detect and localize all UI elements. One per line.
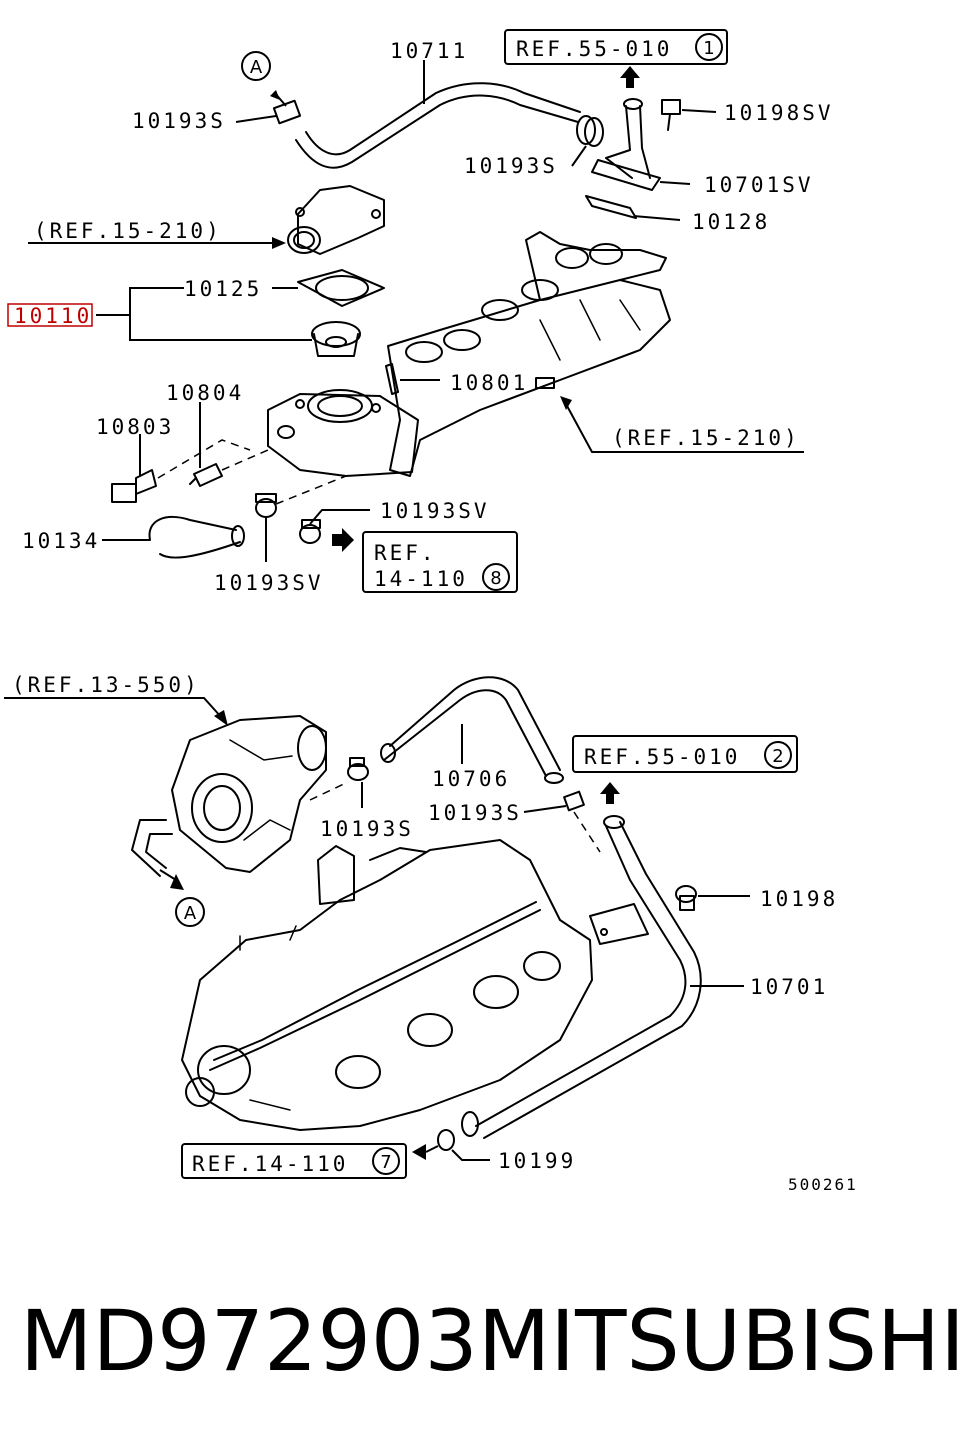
ref-14-110-8-circle: 8	[490, 568, 501, 589]
ref-55-010-1-text: REF.55-010	[516, 37, 672, 61]
hose-10134: 10134	[22, 515, 245, 559]
thermostat	[311, 321, 361, 357]
label-10701sv: 10701SV	[704, 173, 814, 197]
label-10801: 10801	[450, 371, 528, 395]
drawing-number: 500261	[788, 1175, 858, 1194]
marker-a-bottom: A	[175, 897, 205, 927]
hose-10706: 10706	[309, 676, 564, 801]
bolt-10198sv: 10198SV	[661, 99, 834, 131]
marker-a-top: A	[241, 51, 287, 107]
ref-14-110-7-text: REF.14-110	[192, 1152, 348, 1176]
clamp-10193sv-b: 10193SV	[299, 499, 490, 552]
ref-14-110-7: REF.14-110 7	[181, 1143, 407, 1179]
label-10193s-right: 10193S	[464, 154, 558, 178]
pipe-10701sv: 10701SV	[591, 98, 814, 197]
label-10193sv-a: 10193SV	[214, 571, 324, 595]
gasket-10128: 10128	[585, 195, 770, 234]
ref-14-110-8-line2: 14-110	[374, 567, 468, 591]
ref-15-210-right-text: (REF.15-210)	[612, 426, 800, 450]
ref-15-210-right: (REF.15-210)	[560, 396, 804, 453]
cylinder-head	[181, 839, 593, 1131]
ref-13-550: (REF.13-550)	[4, 673, 228, 726]
gasket-10125: 10125	[184, 269, 385, 307]
sensor-10804: 10804	[166, 381, 269, 487]
ref-15-210-top: (REF.15-210)	[28, 219, 286, 249]
marker-a-bottom-label: A	[184, 903, 197, 924]
clamp-10193sv-a: 10193SV	[214, 475, 347, 595]
intake-manifold-upper	[387, 231, 671, 477]
ref-55-010-1: REF.55-010 1	[504, 29, 728, 88]
label-10193sv-b: 10193SV	[380, 499, 490, 523]
label-10128: 10128	[692, 210, 770, 234]
label-10193s-left: 10193S	[132, 109, 226, 133]
turbocharger	[131, 715, 327, 890]
callout-10110: 10110	[7, 287, 312, 341]
label-10198: 10198	[760, 887, 838, 911]
label-10199: 10199	[498, 1149, 576, 1173]
upper-diagram: A 10711 10193S 10193S REF.55-010	[7, 29, 834, 595]
label-10711: 10711	[390, 39, 468, 63]
clamp-10193s-right: 10193S	[464, 115, 604, 178]
clamp-10193s-left: 10193S	[132, 99, 302, 133]
label-10134: 10134	[22, 529, 100, 553]
label-10125: 10125	[184, 277, 262, 301]
label-10706: 10706	[432, 767, 510, 791]
brand-name: MITSUBISHI	[477, 1292, 960, 1390]
ref-14-110-8-line1: REF.	[374, 541, 437, 565]
sensor-10803: 10803	[96, 415, 251, 503]
ref-13-550-text: (REF.13-550)	[12, 673, 200, 697]
label-10804: 10804	[166, 381, 244, 405]
label-10193s-lower-a: 10193S	[320, 817, 414, 841]
sensor-10801: 10801	[385, 363, 528, 395]
lower-diagram: (REF.13-550) A 10706	[4, 673, 858, 1194]
label-10803: 10803	[96, 415, 174, 439]
oring-10199: 10199	[412, 1129, 576, 1173]
ref-55-010-2: REF.55-010 2	[572, 735, 798, 804]
ref-14-110-7-circle: 7	[380, 1152, 391, 1173]
bolt-10198: 10198	[675, 885, 838, 911]
pipe-10701: 10701	[461, 815, 828, 1139]
label-10110: 10110	[14, 304, 92, 328]
clamp-10193s-lower-b: 10193S	[428, 790, 601, 853]
water-outlet-body	[267, 389, 419, 477]
ref-55-010-2-circle: 2	[772, 746, 783, 767]
ref-55-010-2-text: REF.55-010	[584, 745, 740, 769]
thermostat-housing	[287, 185, 385, 255]
label-10193s-lower-b: 10193S	[428, 801, 522, 825]
label-10198sv: 10198SV	[724, 101, 834, 125]
ref-15-210-top-text: (REF.15-210)	[34, 219, 222, 243]
product-footer: MD972903 MITSUBISHI	[20, 1292, 960, 1390]
hose-10711: 10711	[295, 39, 581, 169]
clamp-10193s-lower-a: 10193S	[320, 757, 414, 841]
label-10701: 10701	[750, 975, 828, 999]
ref-14-110-8: REF. 14-110 8	[362, 531, 518, 593]
part-number: MD972903	[20, 1292, 478, 1390]
ref-55-010-1-circle: 1	[703, 38, 714, 59]
marker-a-top-label: A	[250, 57, 263, 78]
